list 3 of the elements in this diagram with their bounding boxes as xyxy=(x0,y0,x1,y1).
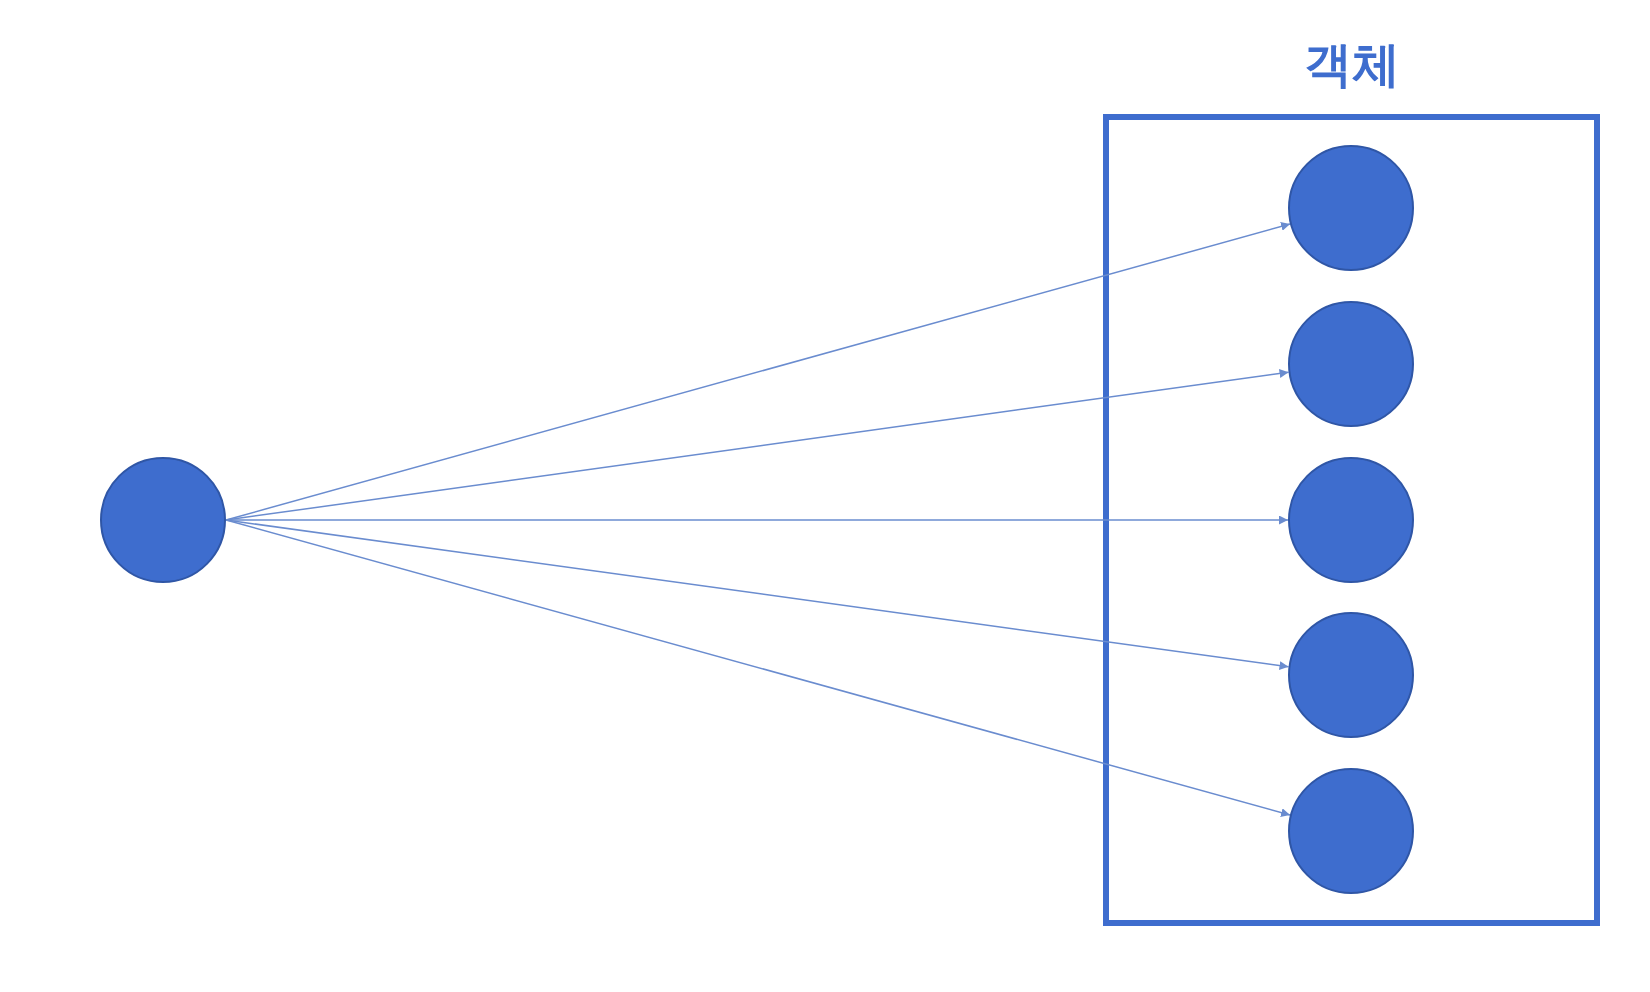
arrow xyxy=(225,519,1291,817)
arrow xyxy=(225,519,1290,671)
group-heading: 객체 xyxy=(1303,35,1400,94)
